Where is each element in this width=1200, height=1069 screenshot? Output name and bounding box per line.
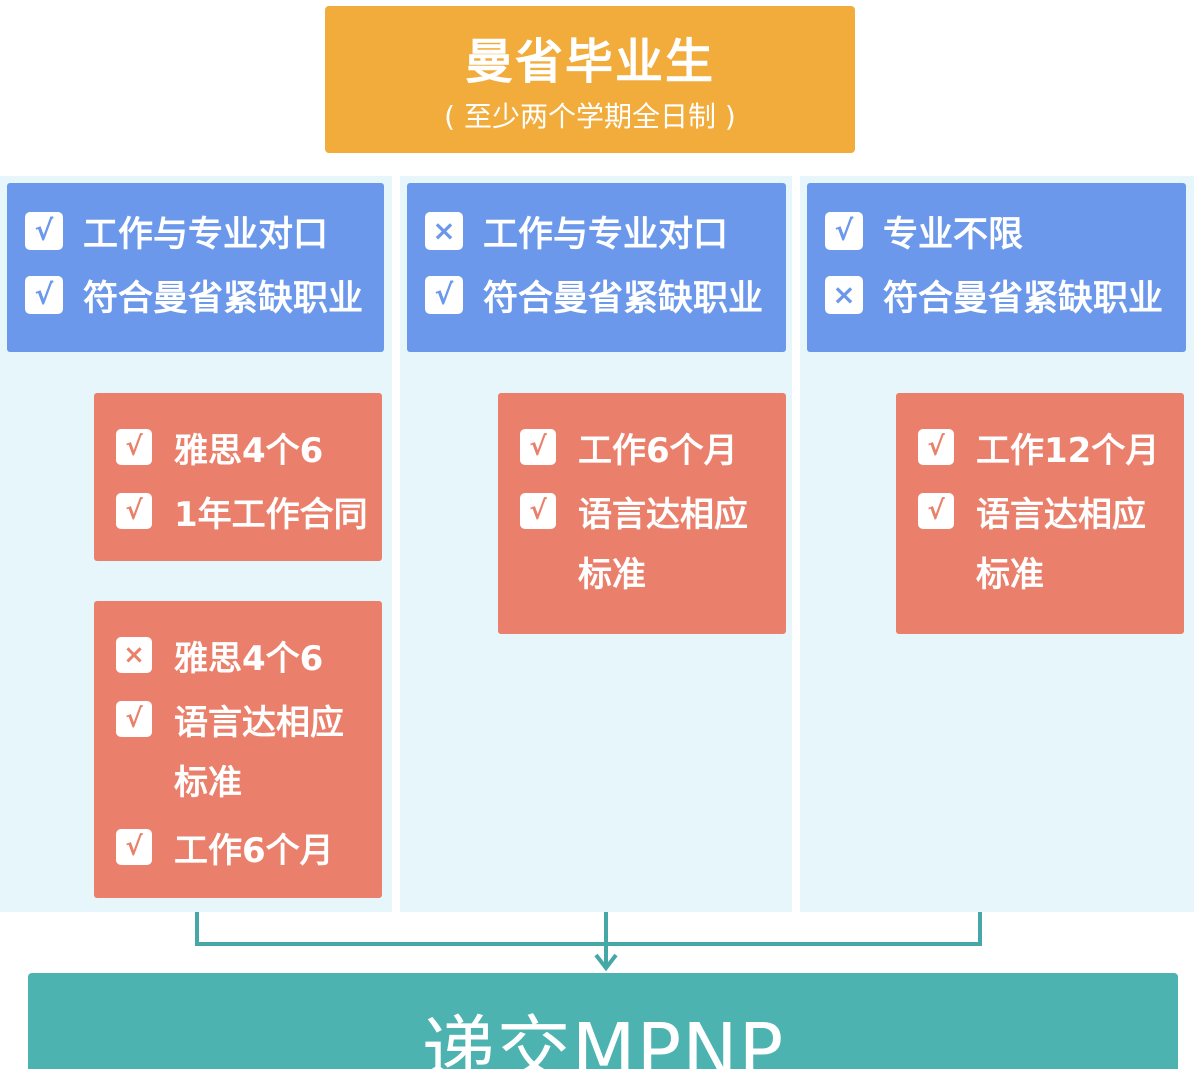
requirement-text: 工作6个月 (578, 430, 738, 471)
header-condition-text: 符合曼省紧缺职业 (483, 278, 764, 319)
requirement-continuation-text: 标准 (976, 555, 1044, 595)
requirement-text: 语言达相应 (578, 494, 748, 535)
requirement-continuation-text: 标准 (174, 763, 242, 803)
requirement-row: √ 工作6个月 (498, 415, 786, 479)
check-icon: √ (25, 212, 63, 250)
requirement-row: √ 雅思4个6 (94, 415, 382, 479)
header-condition-row: √ 符合曼省紧缺职业 (7, 263, 384, 327)
submit-mpnp-label: 递交MPNP (421, 1008, 785, 1069)
origin-subtitle: ( 至少两个学期全日制 ) (444, 100, 736, 133)
header-condition-text: 符合曼省紧缺职业 (83, 278, 364, 319)
check-icon: √ (116, 701, 152, 737)
check-icon: √ (918, 493, 954, 529)
header-condition-text: 工作与专业对口 (83, 214, 329, 255)
column-1-condition-box-1: √ 雅思4个6 √ 1年工作合同 (94, 393, 382, 561)
header-condition-row: × 工作与专业对口 (407, 199, 786, 263)
column-1-condition-box-2: × 雅思4个6 √ 语言达相应标准 √ 工作6个月 (94, 601, 382, 898)
header-condition-text: 符合曼省紧缺职业 (883, 278, 1164, 319)
requirement-row: √ 语言达相应 (498, 479, 786, 543)
column-1-header: √ 工作与专业对口 √ 符合曼省紧缺职业 (7, 183, 384, 352)
origin-title: 曼省毕业生 (464, 34, 715, 90)
header-condition-row: × 符合曼省紧缺职业 (807, 263, 1186, 327)
check-icon: √ (825, 212, 863, 250)
requirement-text: 工作12个月 (976, 430, 1160, 471)
column-3-header: √ 专业不限 × 符合曼省紧缺职业 (807, 183, 1186, 352)
check-icon: √ (116, 429, 152, 465)
requirement-text: 工作6个月 (174, 830, 334, 871)
merge-line (195, 912, 982, 946)
requirement-row: √ 工作6个月 (94, 815, 382, 879)
check-icon: √ (116, 493, 152, 529)
requirement-continuation-text: 标准 (578, 555, 646, 595)
requirement-text: 1年工作合同 (174, 494, 368, 535)
header-condition-row: √ 专业不限 (807, 199, 1186, 263)
cross-icon: × (116, 637, 152, 673)
column-2-condition-box: √ 工作6个月 √ 语言达相应标准 (498, 393, 786, 634)
header-condition-text: 工作与专业对口 (483, 214, 729, 255)
check-icon: √ (520, 429, 556, 465)
header-condition-row: √ 工作与专业对口 (7, 199, 384, 263)
check-icon: √ (520, 493, 556, 529)
requirement-row: × 雅思4个6 (94, 623, 382, 687)
check-icon: √ (425, 276, 463, 314)
column-2-header: × 工作与专业对口 √ 符合曼省紧缺职业 (407, 183, 786, 352)
cross-icon: × (825, 276, 863, 314)
requirement-text: 雅思4个6 (174, 430, 324, 471)
requirement-row: √ 工作12个月 (896, 415, 1184, 479)
origin-box: 曼省毕业生 ( 至少两个学期全日制 ) (325, 6, 855, 153)
down-arrow-icon (594, 953, 618, 972)
requirement-text: 雅思4个6 (174, 638, 324, 679)
check-icon: √ (116, 829, 152, 865)
requirement-row: √ 1年工作合同 (94, 479, 382, 543)
column-3-condition-box: √ 工作12个月 √ 语言达相应标准 (896, 393, 1184, 634)
requirement-row: √ 语言达相应 (896, 479, 1184, 543)
header-condition-row: √ 符合曼省紧缺职业 (407, 263, 786, 327)
submit-mpnp-bar: 递交MPNP (28, 973, 1178, 1069)
check-icon: √ (918, 429, 954, 465)
header-condition-text: 专业不限 (883, 214, 1024, 255)
requirement-text: 语言达相应 (976, 494, 1146, 535)
requirement-row: √ 语言达相应 (94, 687, 382, 751)
requirement-text: 语言达相应 (174, 702, 344, 743)
check-icon: √ (25, 276, 63, 314)
cross-icon: × (425, 212, 463, 250)
